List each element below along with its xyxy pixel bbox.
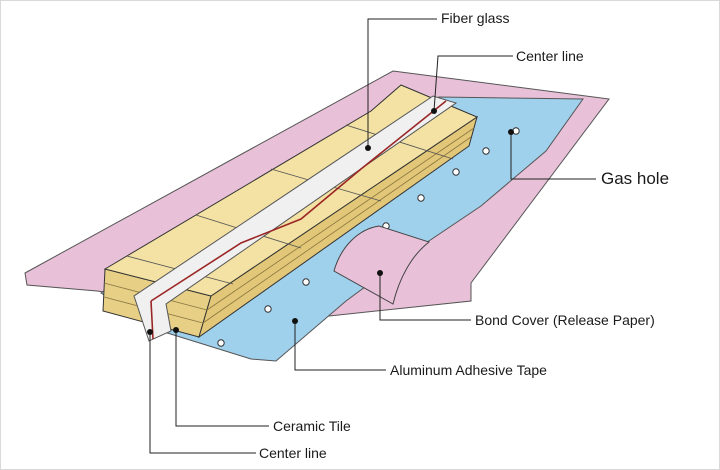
center-line-stripe-top [150,100,447,302]
bond-cover-peel [333,225,431,305]
leader-dots [147,108,514,335]
label-bond-cover: Bond Cover (Release Paper) [475,312,655,328]
label-ceramic-tile: Ceramic Tile [273,418,351,434]
leader-lines [149,18,596,454]
label-aluminum-tape: Aluminum Adhesive Tape [390,362,547,378]
label-fiber-glass: Fiber glass [441,10,510,26]
label-center-line-bottom: Center line [259,445,327,461]
label-center-line-top: Center line [516,48,584,64]
label-gas-hole: Gas hole [601,169,670,188]
